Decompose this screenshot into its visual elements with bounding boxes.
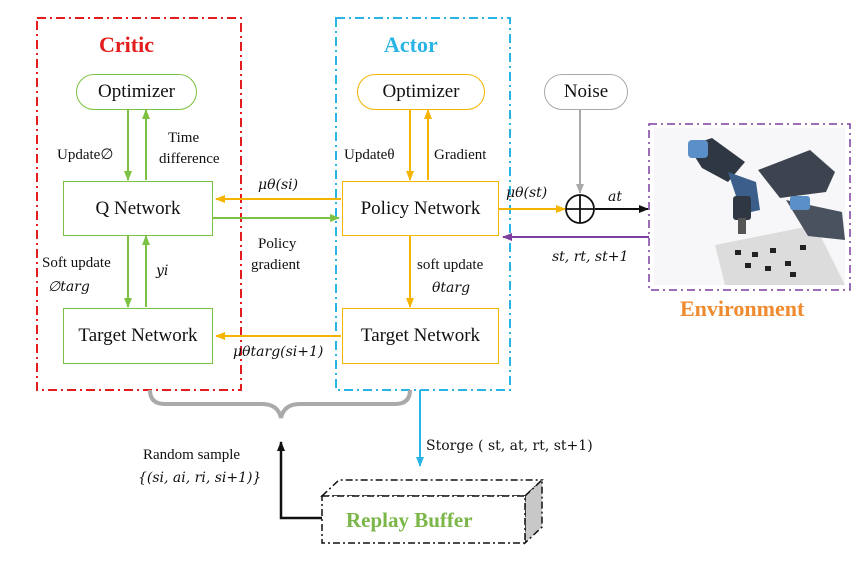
gradient-label: Gradient — [434, 147, 487, 163]
environment-frame — [648, 123, 851, 291]
q-network-box: Q Network — [63, 181, 213, 236]
storage-label: Storge ( st, at, rt, st+1) — [426, 438, 593, 454]
critic-optimizer-box: Optimizer — [76, 74, 197, 110]
critic-soft-update-label: Soft update — [42, 255, 111, 271]
actor-update-label: Updateθ — [344, 147, 395, 163]
critic-optimizer-label: Optimizer — [97, 81, 176, 102]
robot-arm-image — [654, 128, 845, 285]
policy-gradient-label-2: gradient — [251, 257, 301, 273]
environment-title: Environment — [680, 296, 805, 321]
policy-gradient-label-1: Policy — [258, 236, 297, 252]
replay-buffer-title: Replay Buffer — [346, 508, 473, 532]
policy-network-label: Policy Network — [360, 197, 481, 219]
critic-frame — [36, 17, 242, 391]
mu-si-label: μθ(si) — [258, 177, 299, 193]
sample-brace — [148, 389, 412, 419]
actor-target-network-label: Target Network — [360, 325, 481, 346]
y-i-label: yi — [156, 263, 169, 279]
feedback-label: st, rt, st+1 — [552, 249, 629, 265]
actor-target-network-box: Target Network — [342, 308, 499, 364]
critic-target-network-box: Target Network — [63, 308, 213, 364]
actor-frame — [335, 17, 511, 391]
critic-update-label: Update∅ — [57, 147, 114, 163]
actor-optimizer-box: Optimizer — [357, 74, 485, 110]
random-sample-label-2: {(si, ai, ri, si+1)} — [138, 470, 262, 486]
phi-targ-label: ∅targ — [48, 279, 90, 295]
mu-targ-label: μθtarg(si+1) — [233, 344, 324, 360]
actor-soft-update-label: soft update — [417, 257, 484, 273]
mu-st-label: μθ(st) — [506, 185, 548, 201]
critic-target-network-label: Target Network — [78, 325, 198, 346]
critic-title: Critic — [99, 32, 154, 57]
actor-title: Actor — [384, 32, 438, 57]
a-t-label: at — [608, 189, 622, 205]
actor-optimizer-label: Optimizer — [382, 81, 460, 102]
q-network-label: Q Network — [95, 197, 181, 219]
noise-label: Noise — [563, 81, 609, 102]
noise-box: Noise — [544, 74, 628, 110]
policy-network-box: Policy Network — [342, 181, 499, 236]
theta-targ-label: θtarg — [432, 280, 471, 296]
time-difference-label-1: Time — [168, 130, 200, 146]
random-sample-label-1: Random sample — [143, 447, 241, 463]
time-difference-label-2: difference — [159, 151, 220, 167]
replay-buffer-box — [321, 495, 526, 544]
